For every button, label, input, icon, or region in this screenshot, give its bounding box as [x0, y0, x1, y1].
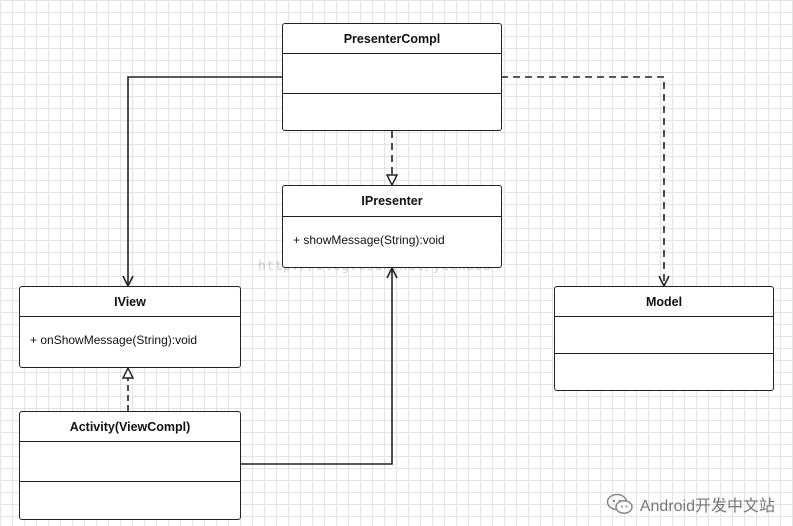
- class-presentercompl-attributes: [283, 54, 501, 94]
- wechat-icon: [606, 493, 633, 514]
- association-presentercompl-iview: [128, 76, 283, 286]
- class-iview[interactable]: IView + onShowMessage(String):void: [19, 286, 241, 368]
- association-activity-ipresenter: [240, 268, 392, 465]
- class-activity-operations: [20, 482, 240, 519]
- class-model-operations: [555, 354, 773, 390]
- class-iview-name: IView: [20, 287, 240, 317]
- class-activity-name: Activity(ViewCompl): [20, 412, 240, 442]
- class-model-attributes: [555, 317, 773, 354]
- class-presentercompl-name: PresenterCompl: [283, 24, 501, 54]
- footer-brand-text: Android开发中文站: [639, 498, 775, 515]
- class-activity-viewcompl[interactable]: Activity(ViewCompl): [19, 411, 241, 520]
- dependency-presentercompl-model: [501, 76, 664, 286]
- class-model[interactable]: Model: [554, 286, 774, 391]
- footer-brand: Android开发中文站: [606, 492, 775, 516]
- class-ipresenter-name: IPresenter: [283, 186, 501, 217]
- class-model-name: Model: [555, 287, 773, 317]
- class-presentercompl[interactable]: PresenterCompl: [282, 23, 502, 131]
- class-ipresenter[interactable]: IPresenter + showMessage(String):void: [282, 185, 502, 268]
- class-presentercompl-operations: [283, 94, 501, 130]
- class-activity-attributes: [20, 442, 240, 482]
- class-ipresenter-method: + showMessage(String):void: [293, 233, 445, 247]
- class-iview-method: + onShowMessage(String):void: [30, 333, 198, 347]
